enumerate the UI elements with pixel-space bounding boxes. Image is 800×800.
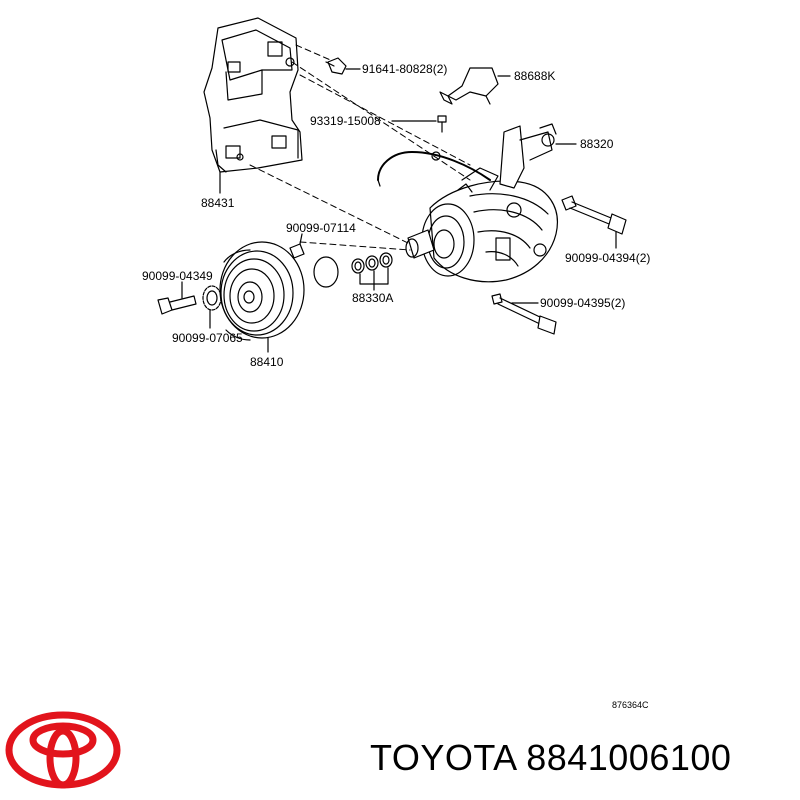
label-88410: 88410	[250, 355, 284, 369]
label-90099-04349: 90099-04349	[142, 269, 213, 283]
pulley-bolt	[157, 295, 197, 315]
label-90099-04395: 90099-04395(2)	[540, 296, 625, 310]
label-93319-15008: 93319-15008	[310, 114, 381, 128]
shims	[351, 252, 393, 274]
label-88688k: 88688K	[514, 69, 555, 83]
small-screw	[437, 115, 447, 133]
washer	[202, 285, 222, 311]
harness-bracket	[439, 67, 499, 105]
harness-wire	[377, 151, 491, 187]
label-88330a: 88330A	[352, 291, 393, 305]
snap-ring	[289, 243, 339, 288]
toyota-logo	[5, 711, 121, 789]
clutch-pulley	[219, 241, 305, 341]
label-90099-04394: 90099-04394(2)	[565, 251, 650, 265]
ac-compressor	[405, 123, 558, 283]
brand-caption: TOYOTA 8841006100	[370, 737, 732, 778]
label-90099-07065: 90099-07065	[172, 331, 243, 345]
lower-bolt	[491, 293, 557, 335]
label-90099-07114: 90099-07114	[286, 221, 356, 235]
assembly-lines	[249, 44, 471, 251]
label-91641-80828: 91641-80828(2)	[362, 62, 447, 76]
front-bolt	[561, 195, 627, 235]
label-88320: 88320	[580, 137, 614, 151]
bracket-bolt	[325, 57, 347, 75]
reference-code: 876364C	[612, 700, 649, 710]
label-88431: 88431	[201, 196, 235, 210]
mounting-bracket	[203, 17, 303, 173]
